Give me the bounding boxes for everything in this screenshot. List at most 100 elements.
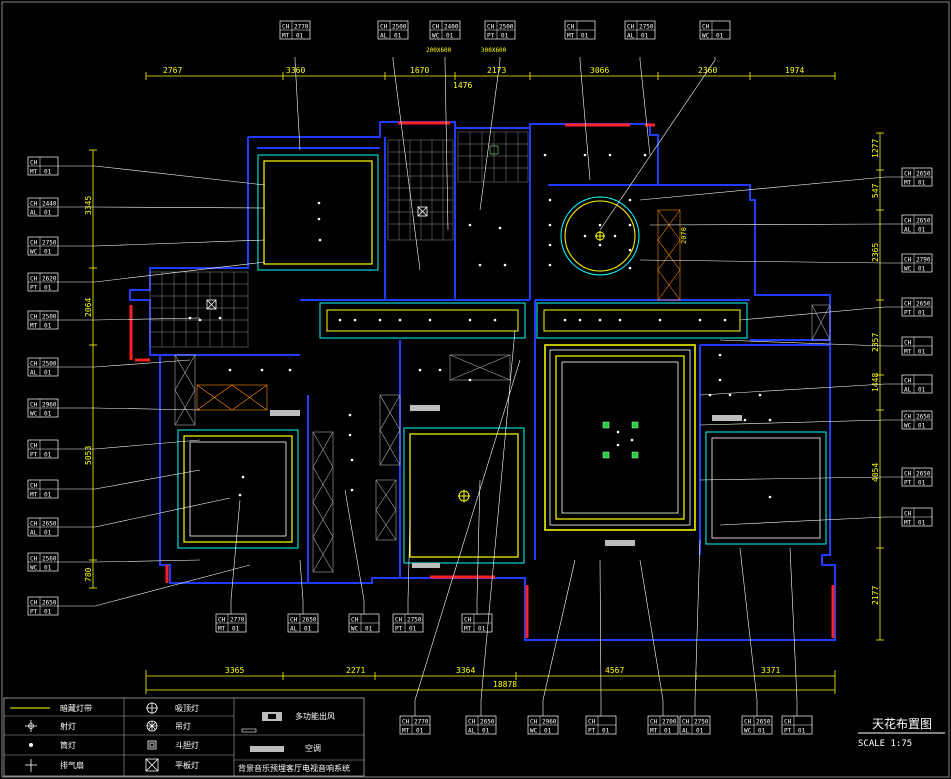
downlight (548, 263, 552, 267)
downlight (608, 153, 612, 157)
downlight (698, 318, 702, 322)
downlight (628, 248, 632, 252)
living-round-ceiling (560, 196, 640, 276)
tag-code: CH (30, 521, 38, 528)
tag-code: CH (682, 719, 690, 726)
tag-height: 2650 (916, 414, 931, 421)
tag-num: 01 (918, 520, 926, 527)
panel-lamp-icon (145, 758, 159, 772)
tag-num: 01 (478, 626, 486, 633)
tag-num: 01 (581, 33, 589, 40)
downlight (468, 223, 472, 227)
leader (479, 57, 501, 211)
tag-num: 01 (296, 33, 304, 40)
left-dim-1: 3345 (84, 196, 93, 215)
top-dim-3: 1670 (410, 66, 429, 75)
tag-code: CH (904, 171, 912, 178)
downlight (728, 393, 732, 397)
tag-material: MT (464, 626, 472, 633)
tag-code: CH (627, 24, 635, 31)
leader (719, 339, 902, 347)
fan-icon (25, 759, 37, 772)
tag-material: WC (30, 249, 38, 256)
tag-num: 01 (544, 728, 552, 735)
tag-material: AL (30, 210, 38, 217)
bottom-dim-2: 2271 (346, 666, 365, 675)
leader (739, 547, 758, 716)
tag-code: CH (487, 24, 495, 31)
tag-height: 2790 (916, 257, 931, 264)
legend-label-2: 吸顶灯 (175, 703, 199, 713)
tag-height: 2770 (414, 719, 429, 726)
downlight (198, 318, 202, 322)
tag-code: CH (468, 719, 476, 726)
tag-code: CH (650, 719, 658, 726)
ceiling-lamp-living (595, 231, 605, 241)
top-dim-4: 2173 (487, 66, 506, 75)
title-block: 天花布置图 SCALE 1:75 (858, 716, 945, 749)
tag-num: 01 (696, 728, 704, 735)
leader (639, 259, 902, 264)
windows (129, 121, 835, 638)
tag-num: 01 (664, 728, 672, 735)
tag-material: MT (30, 492, 38, 499)
room-bedroom-left (177, 429, 299, 549)
downlight (493, 318, 497, 322)
tag-material: MT (567, 33, 575, 40)
downlight (238, 493, 242, 497)
bottom-dim-3: 3364 (456, 666, 475, 675)
leader (58, 317, 201, 321)
tag-material: AL (468, 728, 476, 735)
tag-num: 01 (501, 33, 509, 40)
downlight (718, 353, 722, 357)
downlight-icon (25, 720, 37, 732)
downlight (438, 368, 442, 372)
tag-num: 01 (758, 728, 766, 735)
downlight (743, 418, 747, 422)
right-dim-4: 2357 (871, 333, 880, 352)
tag-material: PT (487, 33, 495, 40)
tag-material: WC (30, 565, 38, 572)
leader (58, 469, 201, 490)
light-trough-left (319, 302, 526, 339)
downlight (218, 316, 222, 320)
tag-height: 2500 (42, 314, 57, 321)
leader (58, 359, 191, 368)
tag-material: MT (650, 728, 658, 735)
ceiling-lamp-dining (458, 490, 470, 502)
downlight (428, 318, 432, 322)
left-dim-3: 5053 (84, 446, 93, 465)
bottom-dim-1: 3365 (225, 666, 244, 675)
tag-num: 01 (44, 452, 52, 459)
leader (699, 419, 902, 426)
leader (579, 57, 591, 181)
tag-material: PT (395, 626, 403, 633)
tag-height: 2960 (42, 402, 57, 409)
tag-num: 01 (918, 266, 926, 273)
tag-num: 01 (232, 626, 240, 633)
tag-code: CH (30, 361, 38, 368)
downlight (418, 368, 422, 372)
leader (58, 165, 266, 186)
downlight (503, 263, 507, 267)
leader (299, 559, 304, 614)
right-dim-1: 1277 (871, 139, 880, 158)
right-dim-7: 2177 (871, 586, 880, 605)
tag-material: PT (904, 480, 912, 487)
tag-code: CH (702, 24, 710, 31)
tag-material: AL (904, 227, 912, 234)
tag-code: CH (744, 719, 752, 726)
